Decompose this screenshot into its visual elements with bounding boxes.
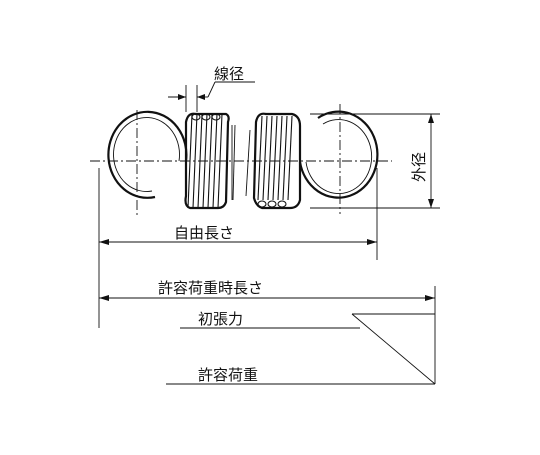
- outer-diameter-label: 外径: [410, 152, 428, 182]
- extension-spring: [90, 104, 392, 218]
- wire-diameter-label: 線径: [214, 65, 244, 83]
- allowable-load-label: 許容荷重: [198, 366, 258, 384]
- left-hook-inner: [113, 117, 180, 192]
- free-length-dimension: 自由長さ: [99, 224, 377, 245]
- wire-diameter-dimension: 線径: [168, 65, 255, 112]
- outer-diameter-dimension: 外径: [310, 113, 440, 209]
- allowable-load-length-label: 許容荷重時長さ: [158, 279, 263, 297]
- coil-turns-right: [245, 115, 293, 208]
- allowable-load-length-dimension: 許容荷重時長さ: [99, 279, 435, 301]
- right-hook: [298, 110, 379, 199]
- right-hook-inner: [305, 119, 373, 194]
- initial-tension-label: 初張力: [198, 310, 243, 328]
- left-hook: [107, 110, 188, 199]
- coil-outline: [184, 112, 230, 210]
- free-length-label: 自由長さ: [174, 224, 234, 242]
- load-diagram: 初張力 許容荷重: [166, 310, 436, 385]
